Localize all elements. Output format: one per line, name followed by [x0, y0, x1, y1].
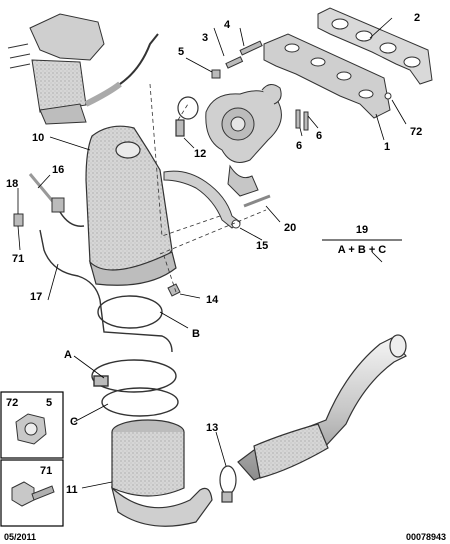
callout-72: 72 [410, 126, 422, 138]
oxygen-sensor-icon [13, 173, 85, 227]
callout-3: 3 [202, 32, 208, 44]
callout-71: 71 [12, 253, 24, 265]
callout-1: 1 [384, 141, 390, 153]
exhaust-manifold-icon [317, 7, 433, 85]
seal-c-icon [101, 387, 179, 417]
legend-label-72: 72 [6, 397, 18, 409]
leader-lines [17, 17, 407, 489]
callout-6-left: 6 [296, 140, 302, 152]
callout-a: A [64, 349, 72, 361]
nut-icon [167, 283, 181, 297]
callout-13: 13 [206, 422, 218, 434]
callout-14: 14 [206, 294, 219, 306]
callout-16: 16 [52, 164, 64, 176]
callout-19: 19 [356, 224, 368, 236]
stud-icon [211, 40, 392, 131]
callout-5: 5 [178, 46, 184, 58]
callout-b: B [192, 328, 200, 340]
date-code: 05/2011 [4, 532, 36, 542]
callout-2: 2 [414, 12, 420, 24]
kit-formula: 19 A + B + C [322, 224, 402, 256]
flanged-bolt-icon [11, 481, 55, 507]
kit-formula-text: A + B + C [338, 244, 387, 256]
pressure-pipe-icon [39, 229, 173, 353]
dashed-leader-lines [149, 83, 267, 293]
callout-11: 11 [66, 484, 78, 496]
callout-17: 17 [30, 291, 42, 303]
clamp-icon [175, 96, 199, 137]
exhaust-manifold-lower-icon [263, 33, 391, 119]
intermediate-pipe-icon [237, 334, 407, 481]
legend-label-5: 5 [46, 397, 52, 409]
turbocharger-icon [205, 84, 282, 197]
diagram-number: 00078943 [406, 532, 446, 542]
manifold-catalyst-assembly-icon [7, 13, 159, 125]
callout-c: C [70, 416, 78, 428]
seal-ring-icon [97, 295, 163, 329]
clamp-a-icon [91, 359, 177, 393]
callout-labels: 1 2 3 4 5 6 6 10 11 12 13 14 15 16 17 18… [6, 12, 422, 496]
legend-box-bolt: 71 [0, 459, 64, 527]
flanged-nut-icon [15, 413, 47, 445]
callout-10: 10 [32, 132, 44, 144]
callout-12: 12 [194, 148, 206, 160]
legend-box-nut: 72 5 [0, 391, 64, 459]
callout-15: 15 [256, 240, 268, 252]
callout-18: 18 [6, 178, 18, 190]
callout-6-right: 6 [316, 130, 322, 142]
clamp-13-icon [219, 465, 237, 503]
particulate-filter-icon [110, 419, 213, 527]
legend-label-71: 71 [40, 465, 52, 477]
callout-4: 4 [224, 19, 231, 31]
callout-20: 20 [284, 222, 296, 234]
catalytic-converter-icon [85, 125, 177, 286]
